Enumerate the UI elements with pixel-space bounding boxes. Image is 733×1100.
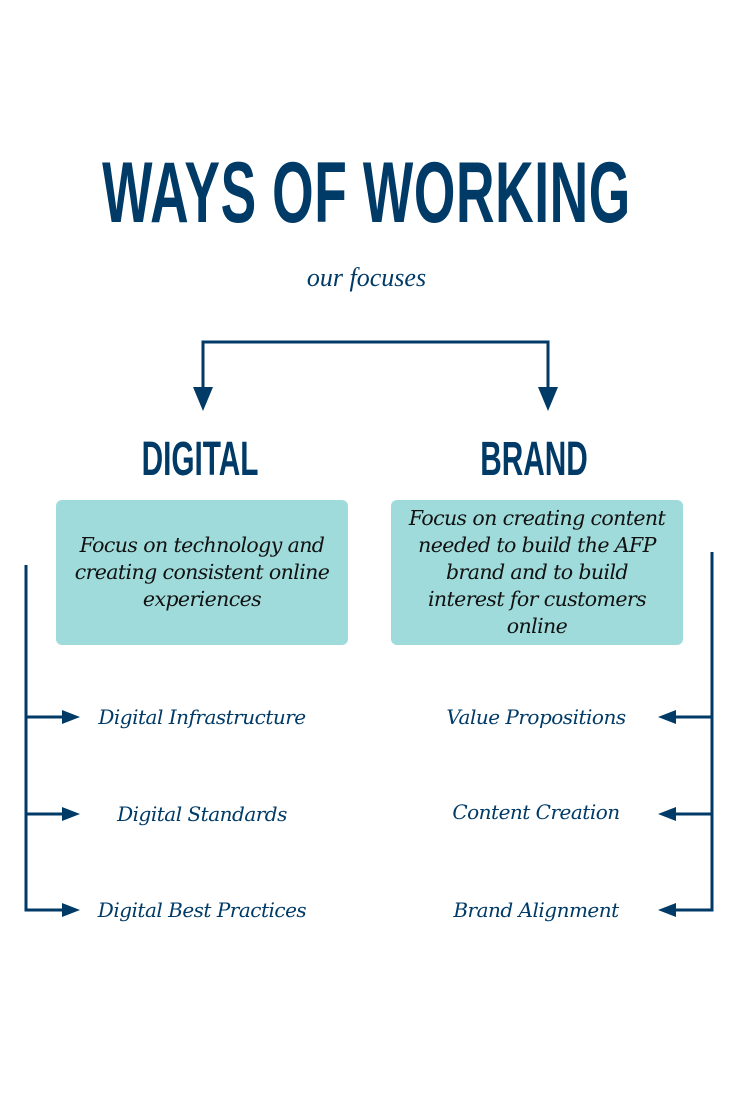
- digital-item: Digital Best Practices: [97, 898, 307, 922]
- digital-item: Digital Infrastructure: [98, 705, 306, 729]
- brand-description: Focus on creating content needed to buil…: [408, 506, 666, 638]
- arrow-right-icon: [62, 903, 80, 917]
- left-bracket: [24, 565, 66, 912]
- brand-description-box: Focus on creating content needed to buil…: [391, 500, 683, 645]
- arrow-left-icon: [658, 903, 676, 917]
- brand-item: Brand Alignment: [453, 898, 619, 922]
- digital-heading: DIGITAL: [141, 433, 259, 486]
- arrow-left-icon: [658, 710, 676, 724]
- page-title: WAYS OF WORKING: [102, 145, 631, 241]
- digital-item: Digital Standards: [117, 802, 287, 826]
- digital-description-box: Focus on technology and creating consist…: [56, 500, 348, 645]
- arrow-left-icon: [658, 807, 676, 821]
- arrow-right-icon: [62, 807, 80, 821]
- right-bracket: [672, 552, 714, 912]
- arrow-right-icon: [62, 710, 80, 724]
- top-connector: [201, 340, 550, 395]
- brand-item: Content Creation: [452, 800, 620, 824]
- arrow-down-icon: [193, 387, 213, 411]
- brand-item: Value Propositions: [446, 705, 626, 729]
- digital-description: Focus on technology and creating consist…: [74, 533, 330, 611]
- brand-heading: BRAND: [480, 433, 588, 486]
- subtitle: our focuses: [306, 263, 427, 292]
- arrow-down-icon: [538, 387, 558, 411]
